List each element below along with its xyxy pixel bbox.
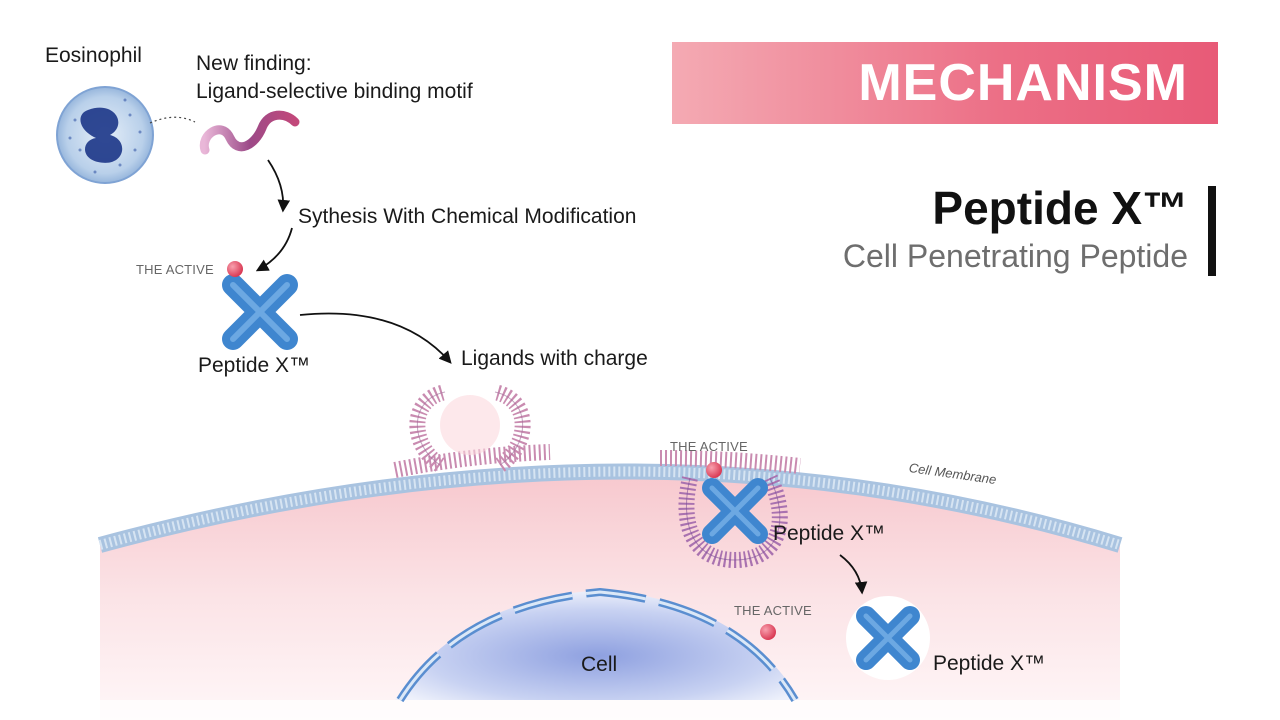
peptide-label-1: Peptide X™ <box>198 354 311 377</box>
banner-title: MECHANISM <box>858 54 1188 112</box>
ligands-label: Ligands with charge <box>461 347 648 370</box>
arrow-to-inside <box>839 554 868 595</box>
finding-line2: Ligand-selective binding motif <box>196 80 473 103</box>
synthesis-label: Sythesis With Chemical Modification <box>298 205 637 228</box>
active-label-2: THE ACTIVE <box>670 439 748 454</box>
peptide-x-icon-membrane <box>702 462 768 544</box>
active-label-3: THE ACTIVE <box>734 603 812 618</box>
product-name: Peptide X™ <box>932 182 1188 234</box>
peptide-chain-icon <box>199 110 300 155</box>
peptide-label-2: Peptide X™ <box>773 522 886 545</box>
arrow-to-synthesis <box>267 159 291 213</box>
mechanism-banner: MECHANISM <box>672 42 1218 124</box>
peptide-label-3: Peptide X™ <box>933 652 1046 675</box>
finding-line1: New finding: <box>196 52 312 75</box>
active-label-1: THE ACTIVE <box>136 262 214 277</box>
title-accent-bar <box>1208 186 1216 276</box>
eosinophil-icon <box>56 86 154 184</box>
eosinophil-label: Eosinophil <box>45 44 142 67</box>
cell-label: Cell <box>581 653 618 676</box>
product-title-block: Peptide X™ Cell Penetrating Peptide <box>843 182 1188 276</box>
arrow-to-peptide <box>255 227 293 272</box>
peptide-x-icon <box>222 261 298 350</box>
arrow-to-ligands <box>299 312 452 364</box>
peptide-x-icon-inside <box>760 596 930 680</box>
product-subtitle: Cell Penetrating Peptide <box>842 238 1188 274</box>
